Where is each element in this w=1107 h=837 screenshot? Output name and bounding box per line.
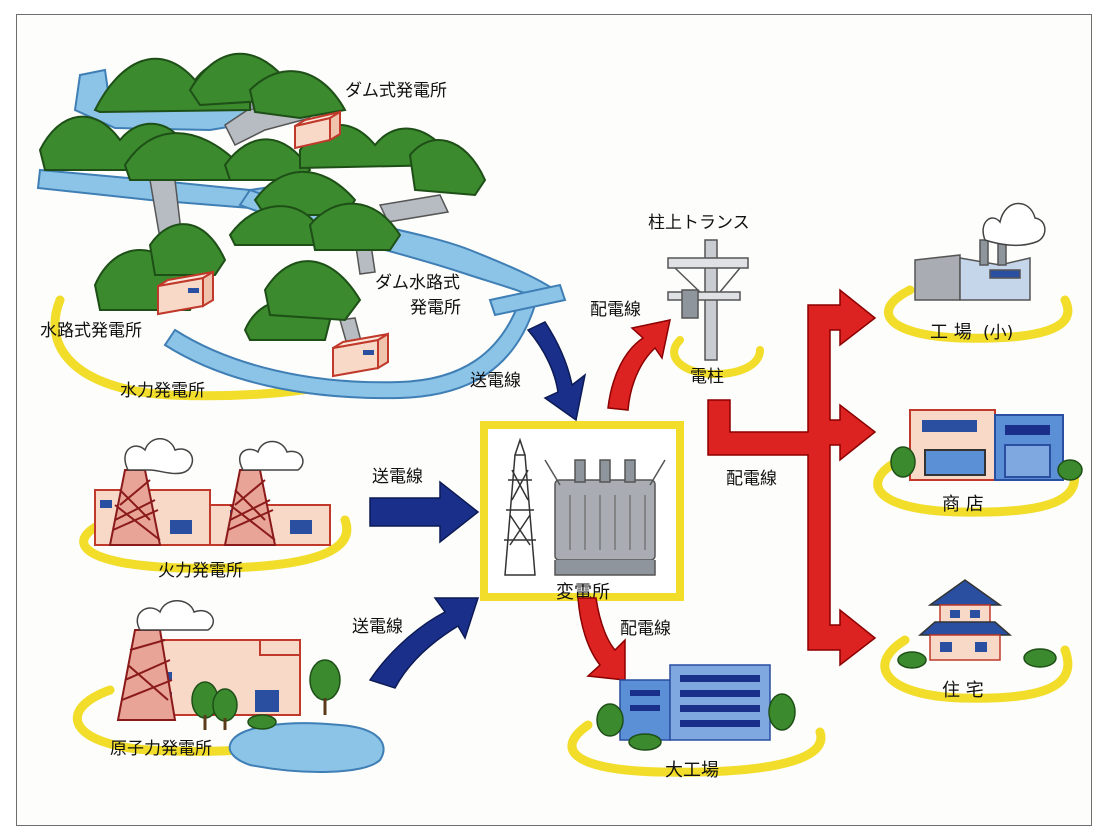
pond: [228, 722, 385, 773]
distribution-line-label-right: 配電線: [726, 469, 777, 489]
transformer-icon: [544, 459, 666, 576]
shop-label: 商 店: [942, 494, 984, 515]
pole-transformer-label: 柱上トランス: [648, 213, 750, 233]
hydro-area: ダム式発電所 ダム水路式 発電所 水路式発電所 水力発電所: [36, 52, 567, 401]
substation: 変電所: [480, 421, 684, 603]
house-icon: [917, 579, 1013, 661]
distribution-arrow-down: [577, 597, 626, 681]
dam-plant-label: ダム式発電所: [345, 81, 447, 101]
transmission-line-label-mid: 送電線: [372, 467, 423, 487]
office-building-icon: [619, 664, 771, 741]
tree-icon: [596, 693, 796, 751]
large-factory-label: 大工場: [665, 760, 719, 781]
transmission-arrows: [368, 321, 587, 689]
distribution-arrow-up: [607, 319, 671, 411]
shop-ring: [873, 455, 1080, 517]
distribution-trunk: [707, 288, 877, 667]
tree-icon: [890, 446, 1083, 481]
transmission-line-label-top: 送電線: [470, 371, 521, 391]
smoke-icon: [136, 600, 214, 631]
hydro-plant-label: 水力発電所: [120, 381, 205, 401]
transmission-arrow-top: [526, 321, 587, 422]
dam-waterway-plant-label-1: ダム水路式: [375, 273, 460, 293]
small-factory-label: 工 場: [930, 322, 972, 343]
nuclear-plant-label: 原子力発電所: [110, 739, 212, 759]
transmission-line-label-bottom: 送電線: [352, 617, 403, 637]
house-label: 住 宅: [942, 680, 984, 701]
smoke-icon: [124, 438, 304, 475]
thermal-plant-label: 火力発電所: [158, 561, 243, 581]
small-factory: 工 場 (小): [884, 202, 1073, 343]
utility-pole: 柱上トランス 電柱: [648, 213, 764, 387]
chimney-icon: [108, 469, 277, 546]
small-factory-suffix: (小): [983, 323, 1013, 343]
utility-pole-label: 電柱: [690, 367, 724, 387]
tree-icon: [191, 659, 341, 730]
distribution-arrows: [577, 288, 877, 681]
house: 住 宅: [880, 579, 1073, 703]
distribution-line-label-up: 配電線: [590, 300, 641, 320]
large-factory: 大工場: [567, 664, 826, 781]
distribution-line-label-down: 配電線: [620, 619, 671, 639]
nuclear-plant: 原子力発電所: [72, 600, 385, 773]
factory-icon: [914, 234, 1031, 301]
pylon-icon: [504, 437, 536, 576]
thermal-plant: 火力発電所: [79, 438, 352, 581]
shop-icon: [909, 409, 1064, 481]
smoke-icon: [982, 202, 1046, 247]
powerhouse-icon: [157, 110, 389, 378]
utility-pole-icon: [667, 239, 749, 361]
dam-waterway-plant-label-2: 発電所: [410, 298, 461, 318]
pole-ring: [670, 336, 764, 379]
transmission-arrow-mid: [369, 480, 480, 544]
tree-icon: [897, 648, 1057, 669]
mountain-icon: [38, 52, 487, 341]
thermal-ring: [79, 515, 352, 573]
shop: 商 店: [873, 409, 1083, 517]
house-ring: [880, 635, 1073, 703]
large-factory-ring: [567, 720, 826, 777]
waterway-plant-label: 水路式発電所: [40, 321, 142, 341]
small-factory-ring: [884, 285, 1073, 343]
transmission-arrow-bottom: [368, 597, 480, 689]
